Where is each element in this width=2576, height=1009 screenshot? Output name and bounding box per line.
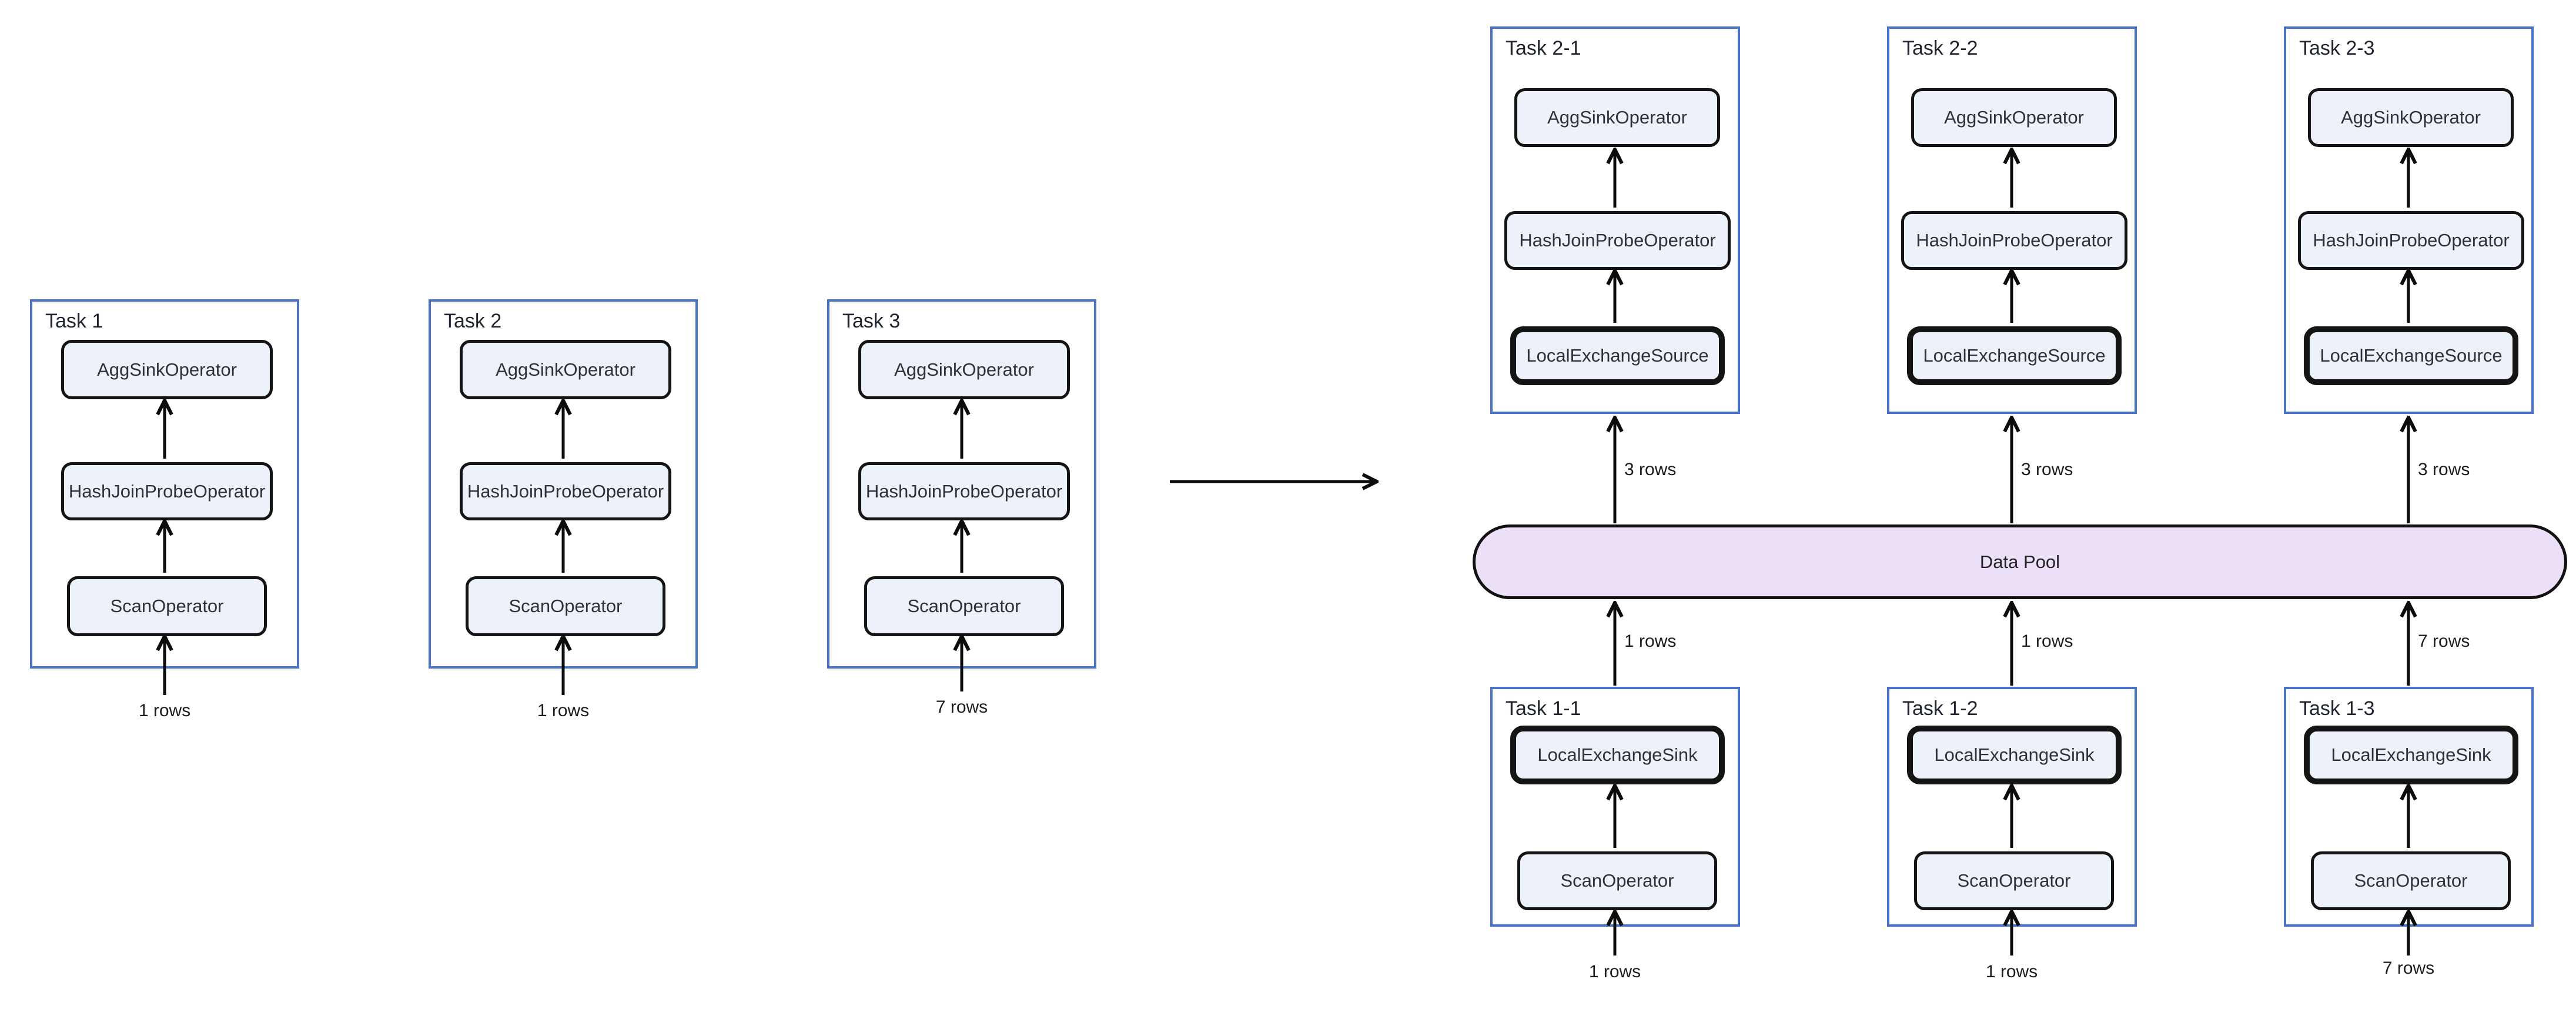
operator-node-scan: ScanOperator [864, 576, 1064, 636]
operator-node-scan: ScanOperator [1914, 851, 2114, 910]
edge-label-task1-2-input: 1 rows [1985, 962, 2038, 981]
operator-node-localexchangesink: LocalExchangeSink [1907, 726, 2122, 784]
edge-label-pool-to-task2-3: 3 rows [2418, 460, 2470, 479]
operator-node-localexchangesource: LocalExchangeSource [1510, 326, 1725, 385]
edge-label-task2-input: 1 rows [537, 701, 590, 720]
task-title: Task 1-1 [1506, 697, 1581, 720]
operator-node-localexchangesource: LocalExchangeSource [2304, 326, 2518, 385]
edge-label-task1-input: 1 rows [138, 701, 191, 720]
operator-node-hashjoin: HashJoinProbeOperator [61, 462, 273, 520]
task-title: Task 2-1 [1506, 37, 1581, 59]
task-box-task2-3: Task 2-3 AggSinkOperator HashJoinProbeOp… [2284, 26, 2534, 414]
task-box-task2-1: Task 2-1 AggSinkOperator HashJoinProbeOp… [1490, 26, 1740, 414]
edge-label-task3-input: 7 rows [935, 697, 988, 717]
operator-node-aggsink: AggSinkOperator [460, 340, 671, 399]
operator-node-aggsink: AggSinkOperator [61, 340, 273, 399]
operator-node-scan: ScanOperator [2311, 851, 2511, 910]
task-box-task1: Task 1 AggSinkOperator HashJoinProbeOper… [30, 299, 299, 669]
task-title: Task 1-2 [1902, 697, 1978, 720]
operator-node-aggsink: AggSinkOperator [2308, 88, 2514, 147]
operator-node-hashjoin: HashJoinProbeOperator [858, 462, 1070, 520]
operator-node-localexchangesink: LocalExchangeSink [1510, 726, 1725, 784]
operator-node-hashjoin: HashJoinProbeOperator [2298, 211, 2524, 270]
edge-label-pool-to-task2-2: 3 rows [2021, 460, 2073, 479]
edge-label-pool-to-task2-1: 3 rows [1624, 460, 1677, 479]
edge-label-task1-3-output: 7 rows [2418, 632, 2470, 651]
task-box-task1-1: Task 1-1 LocalExchangeSink ScanOperator [1490, 687, 1740, 927]
task-title: Task 2-2 [1902, 37, 1978, 59]
task-title: Task 3 [842, 310, 901, 332]
operator-node-localexchangesource: LocalExchangeSource [1907, 326, 2122, 385]
edge-label-task1-3-input: 7 rows [2382, 958, 2435, 978]
operator-node-localexchangesink: LocalExchangeSink [2304, 726, 2518, 784]
operator-node-scan: ScanOperator [1517, 851, 1717, 910]
edge-label-task1-1-output: 1 rows [1624, 632, 1677, 651]
operator-node-scan: ScanOperator [466, 576, 665, 636]
task-title: Task 2-3 [2299, 37, 2375, 59]
task-box-task2-2: Task 2-2 AggSinkOperator HashJoinProbeOp… [1887, 26, 2137, 414]
task-box-task2: Task 2 AggSinkOperator HashJoinProbeOper… [429, 299, 698, 669]
operator-node-hashjoin: HashJoinProbeOperator [1901, 211, 2127, 270]
operator-node-aggsink: AggSinkOperator [858, 340, 1070, 399]
task-box-task1-3: Task 1-3 LocalExchangeSink ScanOperator [2284, 687, 2534, 927]
task-title: Task 1 [45, 310, 103, 332]
operator-node-hashjoin: HashJoinProbeOperator [460, 462, 671, 520]
operator-node-scan: ScanOperator [67, 576, 267, 636]
operator-node-aggsink: AggSinkOperator [1514, 88, 1720, 147]
task-box-task3: Task 3 AggSinkOperator HashJoinProbeOper… [827, 299, 1096, 669]
data-pool: Data Pool [1473, 524, 2567, 599]
operator-node-aggsink: AggSinkOperator [1911, 88, 2117, 147]
operator-node-hashjoin: HashJoinProbeOperator [1504, 211, 1731, 270]
task-box-task1-2: Task 1-2 LocalExchangeSink ScanOperator [1887, 687, 2137, 927]
edge-label-task1-1-input: 1 rows [1588, 962, 1641, 981]
edge-label-task1-2-output: 1 rows [2021, 632, 2073, 651]
task-title: Task 2 [444, 310, 502, 332]
task-title: Task 1-3 [2299, 697, 2375, 720]
